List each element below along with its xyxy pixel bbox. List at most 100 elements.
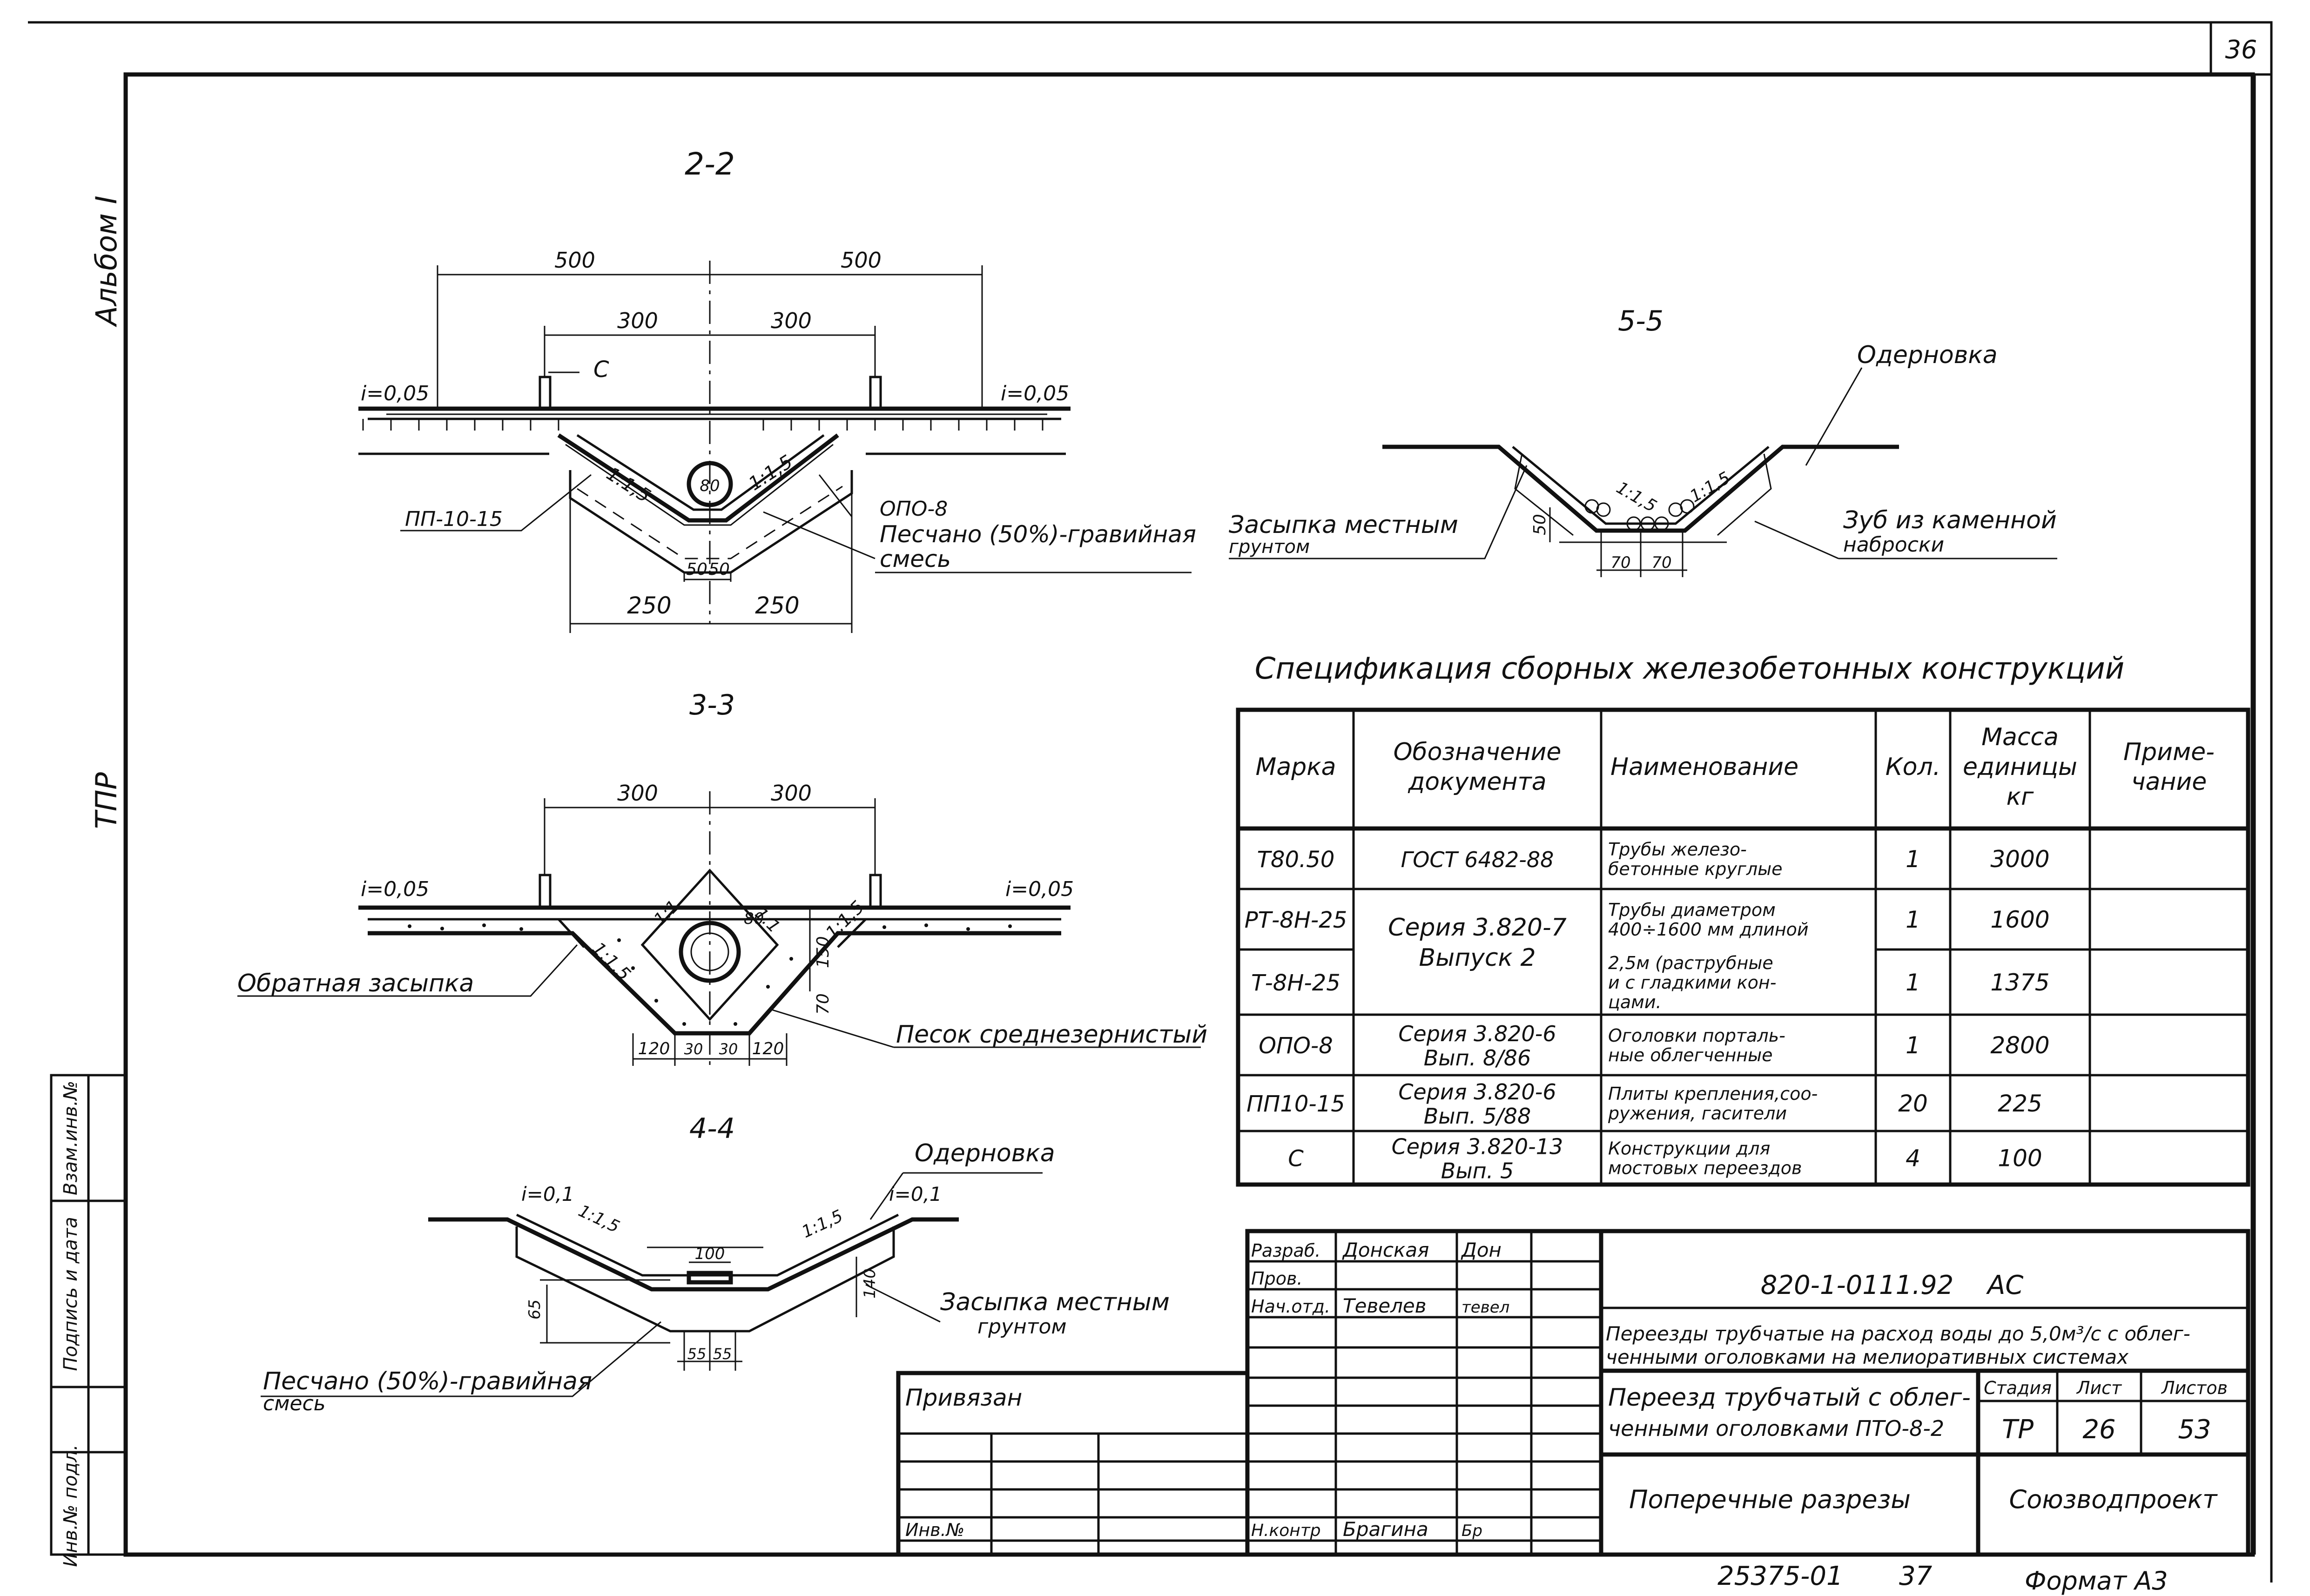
spec-row-mass: 1600 bbox=[1990, 906, 2049, 933]
prov-label: Пров. bbox=[1251, 1268, 1302, 1289]
section-2-2-dim-250-left: 250 bbox=[627, 592, 671, 619]
section-2-2-label-mix-1: Песчано (50%)-гравийная bbox=[880, 521, 1196, 548]
spec-header-1-0: Обозначение bbox=[1394, 738, 1562, 766]
section-4-4-dim-140: 140 bbox=[861, 1268, 879, 1299]
section-2-2 bbox=[358, 261, 1192, 633]
bottom-number: 25375-01 bbox=[1717, 1561, 1843, 1591]
lists-label: Листов bbox=[2161, 1378, 2228, 1398]
spec-row-doc: Вып. 8/86 bbox=[1424, 1045, 1531, 1071]
spec-row-name: Конструкции для bbox=[1608, 1138, 1770, 1159]
section-3-3-dim-300-left: 300 bbox=[617, 781, 658, 806]
section-5-5-label-oderg: Одерновка bbox=[1857, 341, 1998, 369]
privyazan-label: Привязан bbox=[905, 1384, 1022, 1411]
section-4-4-ratio-left: 1:1,5 bbox=[575, 1201, 622, 1237]
album-label: Альбом I bbox=[89, 195, 123, 328]
section-2-2-dim-500-right: 500 bbox=[841, 248, 882, 273]
section-3-3-label-sand: Песок среднезернистый bbox=[896, 1021, 1207, 1049]
podpis-data-label: Подпись и дата bbox=[60, 1217, 81, 1371]
section-2-2-dim-500-left: 500 bbox=[554, 248, 595, 273]
section-4-4-dim-65: 65 bbox=[525, 1300, 544, 1320]
section-5-5-title: 5-5 bbox=[1618, 305, 1663, 337]
section-2-2-title: 2-2 bbox=[685, 146, 735, 182]
spec-header-5-1: чание bbox=[2131, 768, 2207, 796]
spec-row-mass: 3000 bbox=[1990, 846, 2049, 873]
section-3-3-title: 3-3 bbox=[689, 689, 735, 721]
spec-row-mark: С bbox=[1288, 1146, 1304, 1172]
spec-row-qty: 1 bbox=[1906, 969, 1920, 996]
project-line-2: ченными оголовками на мелиоративных сист… bbox=[1606, 1346, 2129, 1368]
nach-signature: тевел bbox=[1461, 1298, 1509, 1317]
spec-row-name: Оголовки порталь- bbox=[1608, 1025, 1785, 1046]
spec-row-doc: Вып. 5/88 bbox=[1424, 1104, 1531, 1129]
section-2-2-pipe-label: 80 bbox=[700, 477, 720, 495]
spec-header-4-0: Масса bbox=[1981, 723, 2059, 751]
drawing-name: Поперечные разрезы bbox=[1629, 1485, 1911, 1514]
section-3-3-dim-70: 70 bbox=[814, 993, 833, 1015]
spec-row-mark: Т80.50 bbox=[1257, 847, 1335, 873]
page-number: 36 bbox=[2225, 35, 2257, 64]
spec-row-name: ные облегченные bbox=[1608, 1045, 1773, 1065]
spec-row-doc: Серия 3.820-6 bbox=[1398, 1079, 1556, 1104]
sheet-title-2: ченными оголовками ПТО-8-2 bbox=[1608, 1416, 1944, 1441]
section-4-4-ratio-right: 1:1,5 bbox=[799, 1206, 846, 1242]
section-5-5-label-tooth-2: наброски bbox=[1843, 533, 1944, 557]
spec-row-mass: 1375 bbox=[1990, 969, 2049, 996]
section-3-3-sand-dots bbox=[408, 923, 1012, 1026]
spec-row-name: 400÷1600 мм длиной bbox=[1608, 919, 1809, 940]
section-5-5-dim-right: 70 bbox=[1651, 553, 1671, 572]
lists-value: 53 bbox=[2178, 1414, 2211, 1445]
section-4-4-label-mix-2: смесь bbox=[263, 1392, 326, 1415]
section-5-5-label-backfill-1: Засыпка местным bbox=[1229, 511, 1458, 539]
stage-value: ТР bbox=[2002, 1414, 2034, 1445]
section-2-2-dim-300-left: 300 bbox=[617, 308, 658, 333]
section-3-3-dim-120-right: 120 bbox=[752, 1039, 784, 1058]
sheet-title-1: Переезд трубчатый с облег- bbox=[1608, 1384, 1971, 1412]
section-5-5-label-backfill-2: грунтом bbox=[1229, 536, 1310, 558]
section-5-5-ratio-left: 1:1,5 bbox=[1613, 478, 1660, 516]
section-2-2-dim-50-left: 50 bbox=[686, 560, 707, 579]
spec-row-name: мостовых переездов bbox=[1608, 1158, 1802, 1178]
nkontr-name: Брагина bbox=[1343, 1518, 1428, 1541]
spec-row-mark: ОПО-8 bbox=[1259, 1033, 1333, 1059]
section-2-2-label-opo: ОПО-8 bbox=[880, 497, 948, 521]
list-label: Лист bbox=[2076, 1378, 2122, 1398]
title-block-grid bbox=[896, 1229, 2250, 1557]
nkontr-signature: Бр bbox=[1461, 1522, 1482, 1540]
nach-label: Нач.отд. bbox=[1251, 1296, 1330, 1317]
spec-row-qty: 20 bbox=[1898, 1090, 1928, 1117]
razrab-label: Разраб. bbox=[1251, 1240, 1320, 1261]
spec-row-doc: ГОСТ 6482-88 bbox=[1401, 847, 1554, 872]
spec-row-mass: 225 bbox=[1998, 1090, 2042, 1117]
nkontr-label: Н.контр bbox=[1251, 1521, 1321, 1540]
section-3-3-slope-right: i=0,05 bbox=[1005, 877, 1074, 901]
side-stamp bbox=[50, 1074, 127, 1556]
spec-row-qty: 4 bbox=[1906, 1145, 1920, 1172]
section-4-4-label-oderg: Одерновка bbox=[915, 1139, 1055, 1167]
section-2-2-dim-250-right: 250 bbox=[755, 592, 799, 619]
section-3-3-dim-120-left: 120 bbox=[638, 1039, 670, 1058]
section-5-5 bbox=[1229, 367, 2057, 577]
tpr-label: ТПР bbox=[89, 772, 123, 828]
spec-header-4-2: кг bbox=[2007, 783, 2034, 811]
spec-header-1-1: документа bbox=[1408, 768, 1546, 796]
section-3-3-pipe-label: 80 bbox=[744, 909, 764, 928]
spec-row-doc: Серия 3.820-13 bbox=[1392, 1134, 1563, 1159]
section-4-4-dim-100: 100 bbox=[695, 1245, 725, 1263]
spec-row-name: ружения, гасители bbox=[1608, 1103, 1787, 1124]
section-3-3-dim-30-right: 30 bbox=[719, 1040, 738, 1058]
spec-header-3-0: Кол. bbox=[1886, 753, 1941, 781]
spec-row-name: Трубы диаметром bbox=[1608, 900, 1776, 920]
spec-row-name: Плиты крепления,соо- bbox=[1608, 1084, 1818, 1104]
section-2-2-label-pp: ПП-10-15 bbox=[405, 507, 503, 531]
section-3-3-ratio-inner-left: 1:1 bbox=[650, 896, 683, 929]
org-name: Союзводпроект bbox=[2009, 1485, 2218, 1514]
spec-row-doc: Серия 3.820-6 bbox=[1398, 1021, 1556, 1046]
section-3-3-ratio-left: 1:1,5 bbox=[588, 938, 635, 984]
bottom-page: 37 bbox=[1899, 1561, 1933, 1591]
spec-merged-doc: Выпуск 2 bbox=[1419, 944, 1536, 972]
spec-row-name: бетонные круглые bbox=[1608, 859, 1783, 879]
spec-row-name: Трубы железо- bbox=[1608, 839, 1747, 860]
spec-row-name: цами. bbox=[1608, 992, 1662, 1012]
